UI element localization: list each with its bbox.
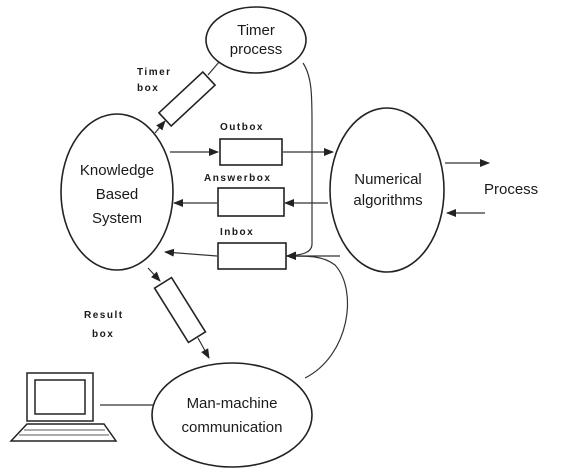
connections bbox=[100, 54, 490, 406]
man-machine-node: Man-machine communication bbox=[151, 362, 313, 468]
mmc-label-line-2: communication bbox=[182, 419, 283, 436]
process-label: Process bbox=[484, 181, 538, 198]
answerbox-label: Answerbox bbox=[204, 173, 271, 184]
kbs-label-line-3: System bbox=[92, 210, 142, 227]
timer-box-label-line-2: box bbox=[137, 83, 159, 94]
outbox-label: Outbox bbox=[220, 122, 264, 133]
result-box-label-line-1: Result bbox=[84, 310, 124, 321]
inbox-to-kbs-arrow bbox=[164, 248, 218, 257]
kbs-to-timer-box-arrow bbox=[154, 120, 166, 134]
kbs-label-line-2: Based bbox=[96, 186, 139, 203]
timer-process-node: Timer process bbox=[205, 6, 307, 74]
inbox: Inbox bbox=[217, 227, 287, 270]
result-box-label-line-2: box bbox=[92, 329, 114, 340]
numerical-label-line-1: Numerical bbox=[354, 171, 422, 188]
kbs-to-result-box-arrow bbox=[147, 267, 161, 282]
result-box-to-mmc-arrow bbox=[197, 337, 210, 359]
timer-process-label-line-1: Timer bbox=[237, 22, 275, 39]
answerbox: Answerbox bbox=[204, 173, 285, 217]
result-box: Result box bbox=[84, 276, 207, 344]
timer-process-label-line-2: process bbox=[230, 41, 283, 58]
numerical-algorithms-node: Numerical algorithms bbox=[329, 107, 445, 273]
timer-box: Timer box bbox=[137, 67, 217, 128]
inbox-label: Inbox bbox=[220, 227, 254, 238]
computer-terminal-icon bbox=[9, 372, 118, 442]
outbox: Outbox bbox=[219, 122, 283, 166]
mmc-to-inbox-line bbox=[286, 251, 349, 379]
timer-process-to-inbox-line bbox=[286, 62, 313, 260]
kbs-node: Knowledge Based System bbox=[60, 113, 174, 271]
mmc-label-line-1: Man-machine bbox=[187, 395, 278, 412]
kbs-label-line-1: Knowledge bbox=[80, 162, 154, 179]
timer-box-label-line-1: Timer bbox=[137, 67, 172, 78]
numerical-label-line-2: algorithms bbox=[353, 192, 422, 209]
